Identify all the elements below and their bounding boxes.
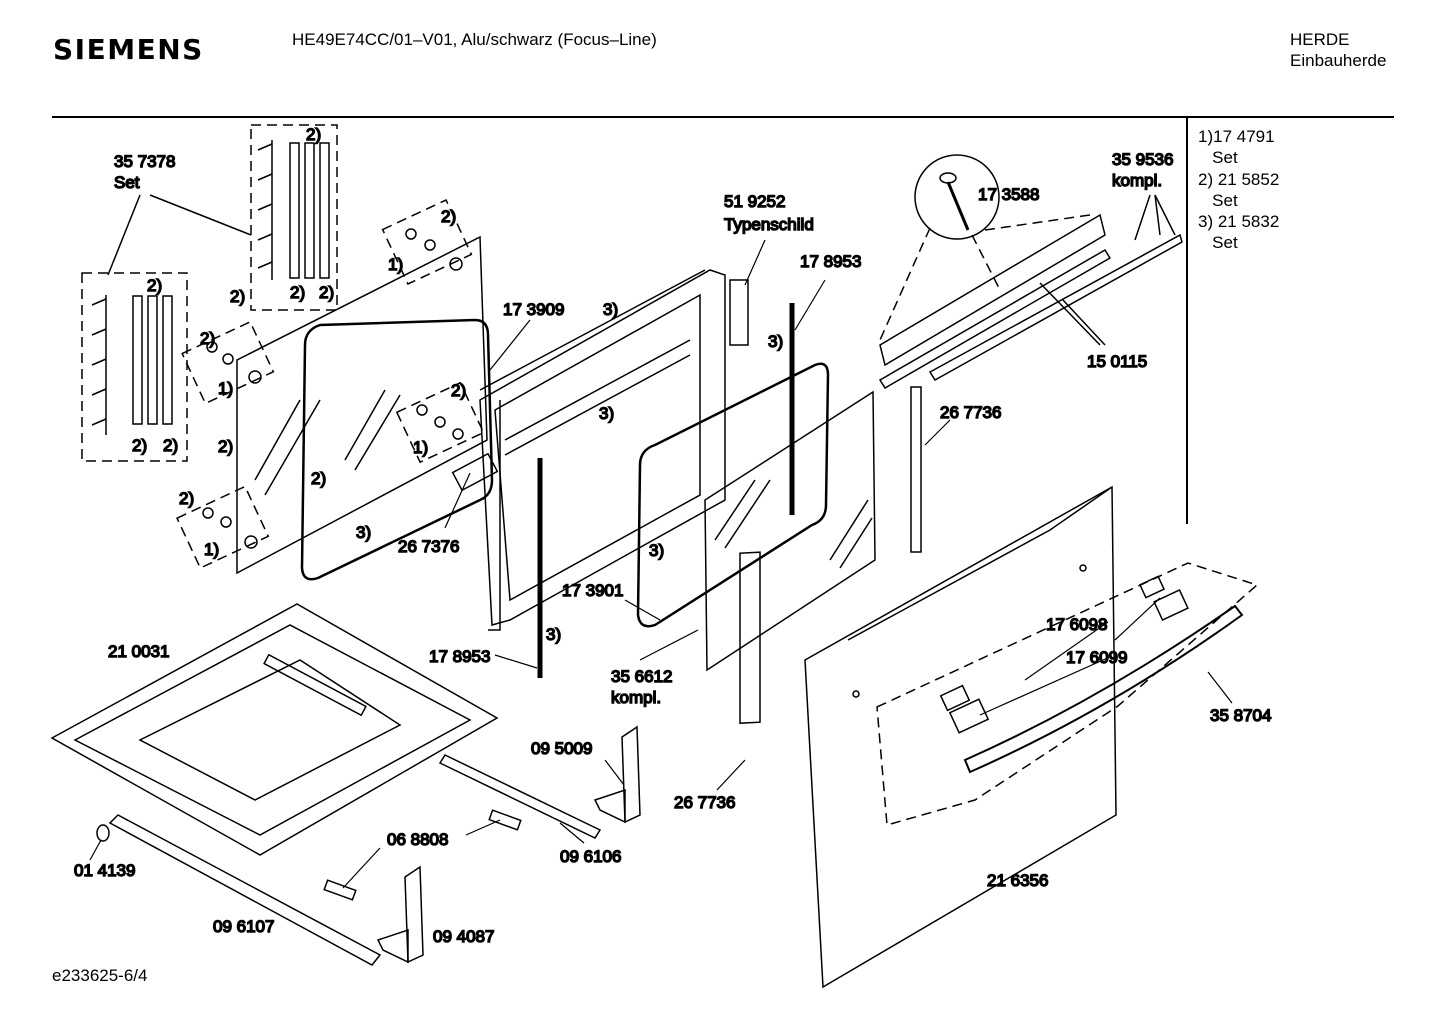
label-kompl-lower: kompl. — [611, 688, 661, 707]
label-176099: 17 6099 — [1066, 648, 1127, 667]
bottom-plate — [50, 603, 499, 856]
note-line: Set — [1198, 148, 1238, 168]
marker-2: 2) — [200, 329, 215, 348]
label-094087: 09 4087 — [433, 927, 494, 946]
label-096106: 09 6106 — [560, 847, 621, 866]
marker-2: 2) — [451, 381, 466, 400]
label-173901: 17 3901 — [562, 581, 623, 600]
category-label: HERDE — [1290, 30, 1350, 49]
clip-upper — [488, 809, 522, 831]
note-line: 2) 21 5852 — [1198, 169, 1280, 189]
label-178953-lower: 17 8953 — [429, 647, 490, 666]
marker-2: 2) — [290, 283, 305, 302]
door-handle — [963, 604, 1244, 774]
subcategory-label: Einbauherde — [1290, 51, 1387, 70]
glass-clip-middle — [395, 381, 485, 464]
marker-2: 2) — [441, 207, 456, 226]
leader-lines — [89, 239, 1233, 889]
marker-2: 2) — [218, 437, 233, 456]
door-gasket — [300, 318, 494, 581]
label-095009: 09 5009 — [531, 739, 592, 758]
glass-clip-left-upper — [181, 320, 275, 405]
label-kompl-upper: kompl. — [1112, 171, 1162, 190]
label-096107: 09 6107 — [213, 917, 274, 936]
marker-3: 3) — [546, 625, 561, 644]
marker-1: 1) — [388, 255, 403, 274]
marker-1: 1) — [204, 540, 219, 559]
bracket-095009 — [593, 725, 641, 824]
note-line: Set — [1198, 190, 1238, 210]
handle-dashed-outline — [876, 562, 1259, 826]
marker-2: 2) — [147, 276, 162, 295]
screw-detail-icon — [914, 154, 1000, 240]
set-notes: 1)17 4791 Set 2) 21 5852 Set 3) 21 5832 … — [1198, 126, 1279, 254]
inner-door-frame — [451, 269, 726, 631]
marker-3: 3) — [599, 404, 614, 423]
marker-2: 2) — [132, 436, 147, 455]
outer-glass-panel — [236, 235, 488, 575]
door-top-rail — [878, 213, 1183, 390]
note-line: Set — [1198, 233, 1238, 253]
hinge-set-box-left — [81, 272, 188, 462]
marker-1: 1) — [218, 379, 233, 398]
type-plate — [729, 279, 749, 346]
glass-clip-left-lower — [176, 485, 270, 570]
label-358704: 35 8704 — [1210, 706, 1271, 725]
label-359536: 35 9536 — [1112, 150, 1173, 169]
side-strip-lower — [739, 551, 761, 725]
label-357378: 35 7378 — [114, 152, 175, 171]
label-173909: 17 3909 — [503, 300, 564, 319]
side-strip-upper — [910, 386, 922, 553]
label-216356: 21 6356 — [987, 871, 1048, 890]
label-356612: 35 6612 — [611, 667, 672, 686]
hinge-set-box-top — [250, 124, 338, 311]
handle-mount-right — [1138, 575, 1189, 621]
inner-glass-panel — [704, 390, 876, 672]
marker-3: 3) — [356, 523, 371, 542]
marker-2: 2) — [319, 283, 334, 302]
marker-3: 3) — [768, 332, 783, 351]
bushing — [96, 824, 110, 842]
label-267736-upper: 26 7736 — [940, 403, 1001, 422]
label-set: Set — [114, 173, 140, 192]
siemens-logo: SIEMENS — [53, 33, 204, 66]
handle-mount-left — [939, 684, 990, 734]
clip-lower — [323, 879, 357, 901]
inner-gasket — [636, 362, 830, 628]
glass-clip-top — [381, 199, 473, 285]
marker-2: 2) — [179, 489, 194, 508]
note-line: 1)17 4791 — [1198, 127, 1275, 146]
marker-2: 2) — [230, 287, 245, 306]
label-014139: 01 4139 — [74, 861, 135, 880]
outer-door-front — [804, 485, 1117, 989]
note-line: 3) 21 5832 — [1198, 212, 1280, 232]
marker-3: 3) — [649, 541, 664, 560]
label-150115: 15 0115 — [1087, 352, 1147, 371]
label-068808: 06 8808 — [387, 830, 448, 849]
model-title: HE49E74CC/01–V01, Alu/schwarz (Focus–Lin… — [292, 30, 657, 49]
runner-left — [108, 814, 382, 966]
label-173588: 17 3588 — [978, 185, 1039, 204]
marker-2: 2) — [306, 125, 321, 144]
label-519252: 51 9252 — [724, 192, 785, 211]
marker-2: 2) — [311, 469, 326, 488]
document-id: e233625-6/4 — [52, 966, 148, 985]
label-178953-upper: 17 8953 — [800, 252, 861, 271]
label-typenschild: Typenschild — [724, 215, 814, 234]
runner-right — [438, 754, 602, 839]
label-176098: 17 6098 — [1046, 615, 1107, 634]
bracket-094087 — [376, 865, 424, 964]
label-267376: 26 7376 — [398, 537, 459, 556]
marker-2: 2) — [163, 436, 178, 455]
marker-1: 1) — [413, 438, 428, 457]
label-267736-lower: 26 7736 — [674, 793, 735, 812]
label-210031: 21 0031 — [108, 642, 169, 661]
marker-3: 3) — [603, 300, 618, 319]
